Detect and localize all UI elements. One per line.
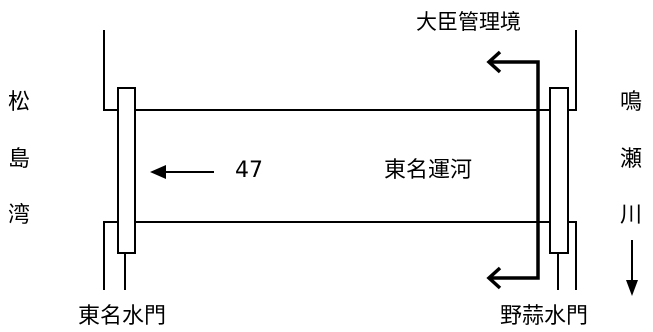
right-gate-body <box>549 87 569 254</box>
left-gate-name: 東名水門 <box>78 304 167 329</box>
right-gate-lower-wall <box>568 221 577 290</box>
left-side-char-2: 島 <box>8 147 31 172</box>
ministry-boundary-label: 大臣管理境 <box>416 10 521 34</box>
left-gate-lower-wall <box>103 221 118 290</box>
right-side-char-2: 瀬 <box>620 147 643 172</box>
left-gate-body <box>117 87 136 254</box>
left-gate-upper-wall <box>103 30 118 111</box>
flow-value: 47 <box>235 158 263 183</box>
right-gate-name: 野蒜水門 <box>500 304 589 329</box>
left-arrow-head <box>150 165 166 179</box>
left-side-char-3: 湾 <box>8 203 31 228</box>
right-side-char-1: 鳴 <box>620 90 643 115</box>
left-side-char-1: 松 <box>8 90 31 115</box>
down-arrow-icon <box>626 240 638 296</box>
canal-name: 東名運河 <box>384 158 473 183</box>
boundary-bracket-arrow-icon <box>486 50 540 290</box>
right-gate-upper-wall <box>568 30 577 111</box>
right-side-char-3: 川 <box>620 203 643 228</box>
